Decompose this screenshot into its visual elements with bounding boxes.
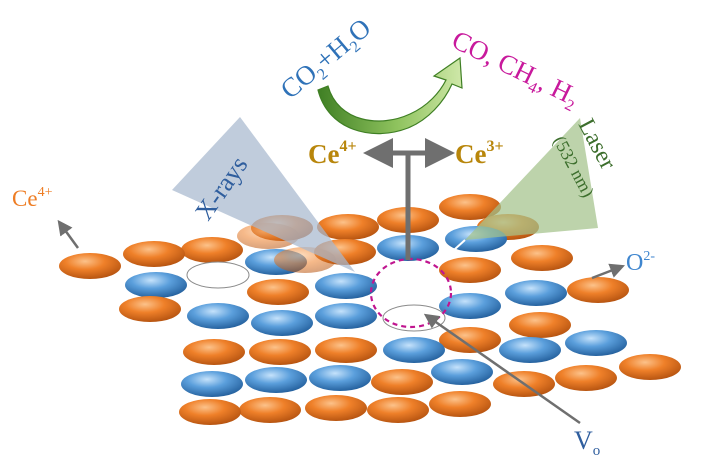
ce-ion bbox=[367, 397, 429, 423]
o2-label: O2- bbox=[626, 249, 655, 276]
oxygen-ion bbox=[309, 365, 371, 391]
ce-ion bbox=[619, 354, 681, 380]
conversion-curved-arrow bbox=[317, 56, 463, 135]
oxygen-ion bbox=[565, 330, 627, 356]
ce-ion bbox=[315, 337, 377, 363]
ce-ion bbox=[247, 279, 309, 305]
o2-pointer bbox=[591, 263, 626, 280]
ce4-left-pointer bbox=[57, 219, 80, 249]
ce-ion bbox=[439, 194, 501, 220]
oxygen-ion bbox=[383, 337, 445, 363]
ce-ion bbox=[439, 327, 501, 353]
ce-ion bbox=[305, 395, 367, 421]
ce-ion bbox=[555, 365, 617, 391]
ce-ion bbox=[509, 312, 571, 338]
vacancy-highlight-ring bbox=[369, 257, 453, 329]
oxygen-ion bbox=[315, 273, 377, 299]
oxygen-ion bbox=[125, 272, 187, 298]
ce4-active-site-label: Ce4+ bbox=[387, 273, 422, 297]
products-label: CO, CH4, H2 bbox=[446, 24, 585, 115]
oxygen-ion bbox=[181, 371, 243, 397]
ce-ion bbox=[567, 277, 629, 303]
oxygen-ion bbox=[431, 359, 493, 385]
ce-ion bbox=[511, 245, 573, 271]
ce-ion bbox=[179, 399, 241, 425]
oxygen-ion bbox=[187, 303, 249, 329]
vacancy-pointer bbox=[423, 313, 581, 425]
ce-ion bbox=[181, 237, 243, 263]
ce-ion bbox=[249, 339, 311, 365]
oxygen-vacancy bbox=[186, 261, 250, 289]
laser-beam bbox=[465, 118, 598, 240]
vacancy-label: Vo bbox=[574, 426, 600, 459]
oxygen-ion bbox=[315, 303, 377, 329]
ce-ion bbox=[59, 253, 121, 279]
ce-ion bbox=[239, 397, 301, 423]
oxygen-ion bbox=[505, 280, 567, 306]
xray-convergence-line bbox=[354, 271, 416, 286]
laser-convergence-line bbox=[414, 239, 466, 286]
oxygen-ion bbox=[439, 293, 501, 319]
ce4-left-label: Ce4+ bbox=[12, 185, 53, 211]
ce-ion bbox=[119, 296, 181, 322]
oxygen-ion bbox=[251, 310, 313, 336]
ce4-top-label: Ce4+ bbox=[308, 138, 357, 169]
ce-ion bbox=[429, 391, 491, 417]
ce-ion bbox=[317, 214, 379, 240]
xray-beam bbox=[172, 117, 355, 272]
ce-ion bbox=[439, 257, 501, 283]
ce-ion bbox=[183, 339, 245, 365]
oxygen-ion bbox=[245, 367, 307, 393]
ce3-top-label: Ce3+ bbox=[455, 138, 504, 169]
ce-ion bbox=[123, 241, 185, 267]
ce-ion bbox=[371, 369, 433, 395]
oxygen-ion bbox=[499, 337, 561, 363]
